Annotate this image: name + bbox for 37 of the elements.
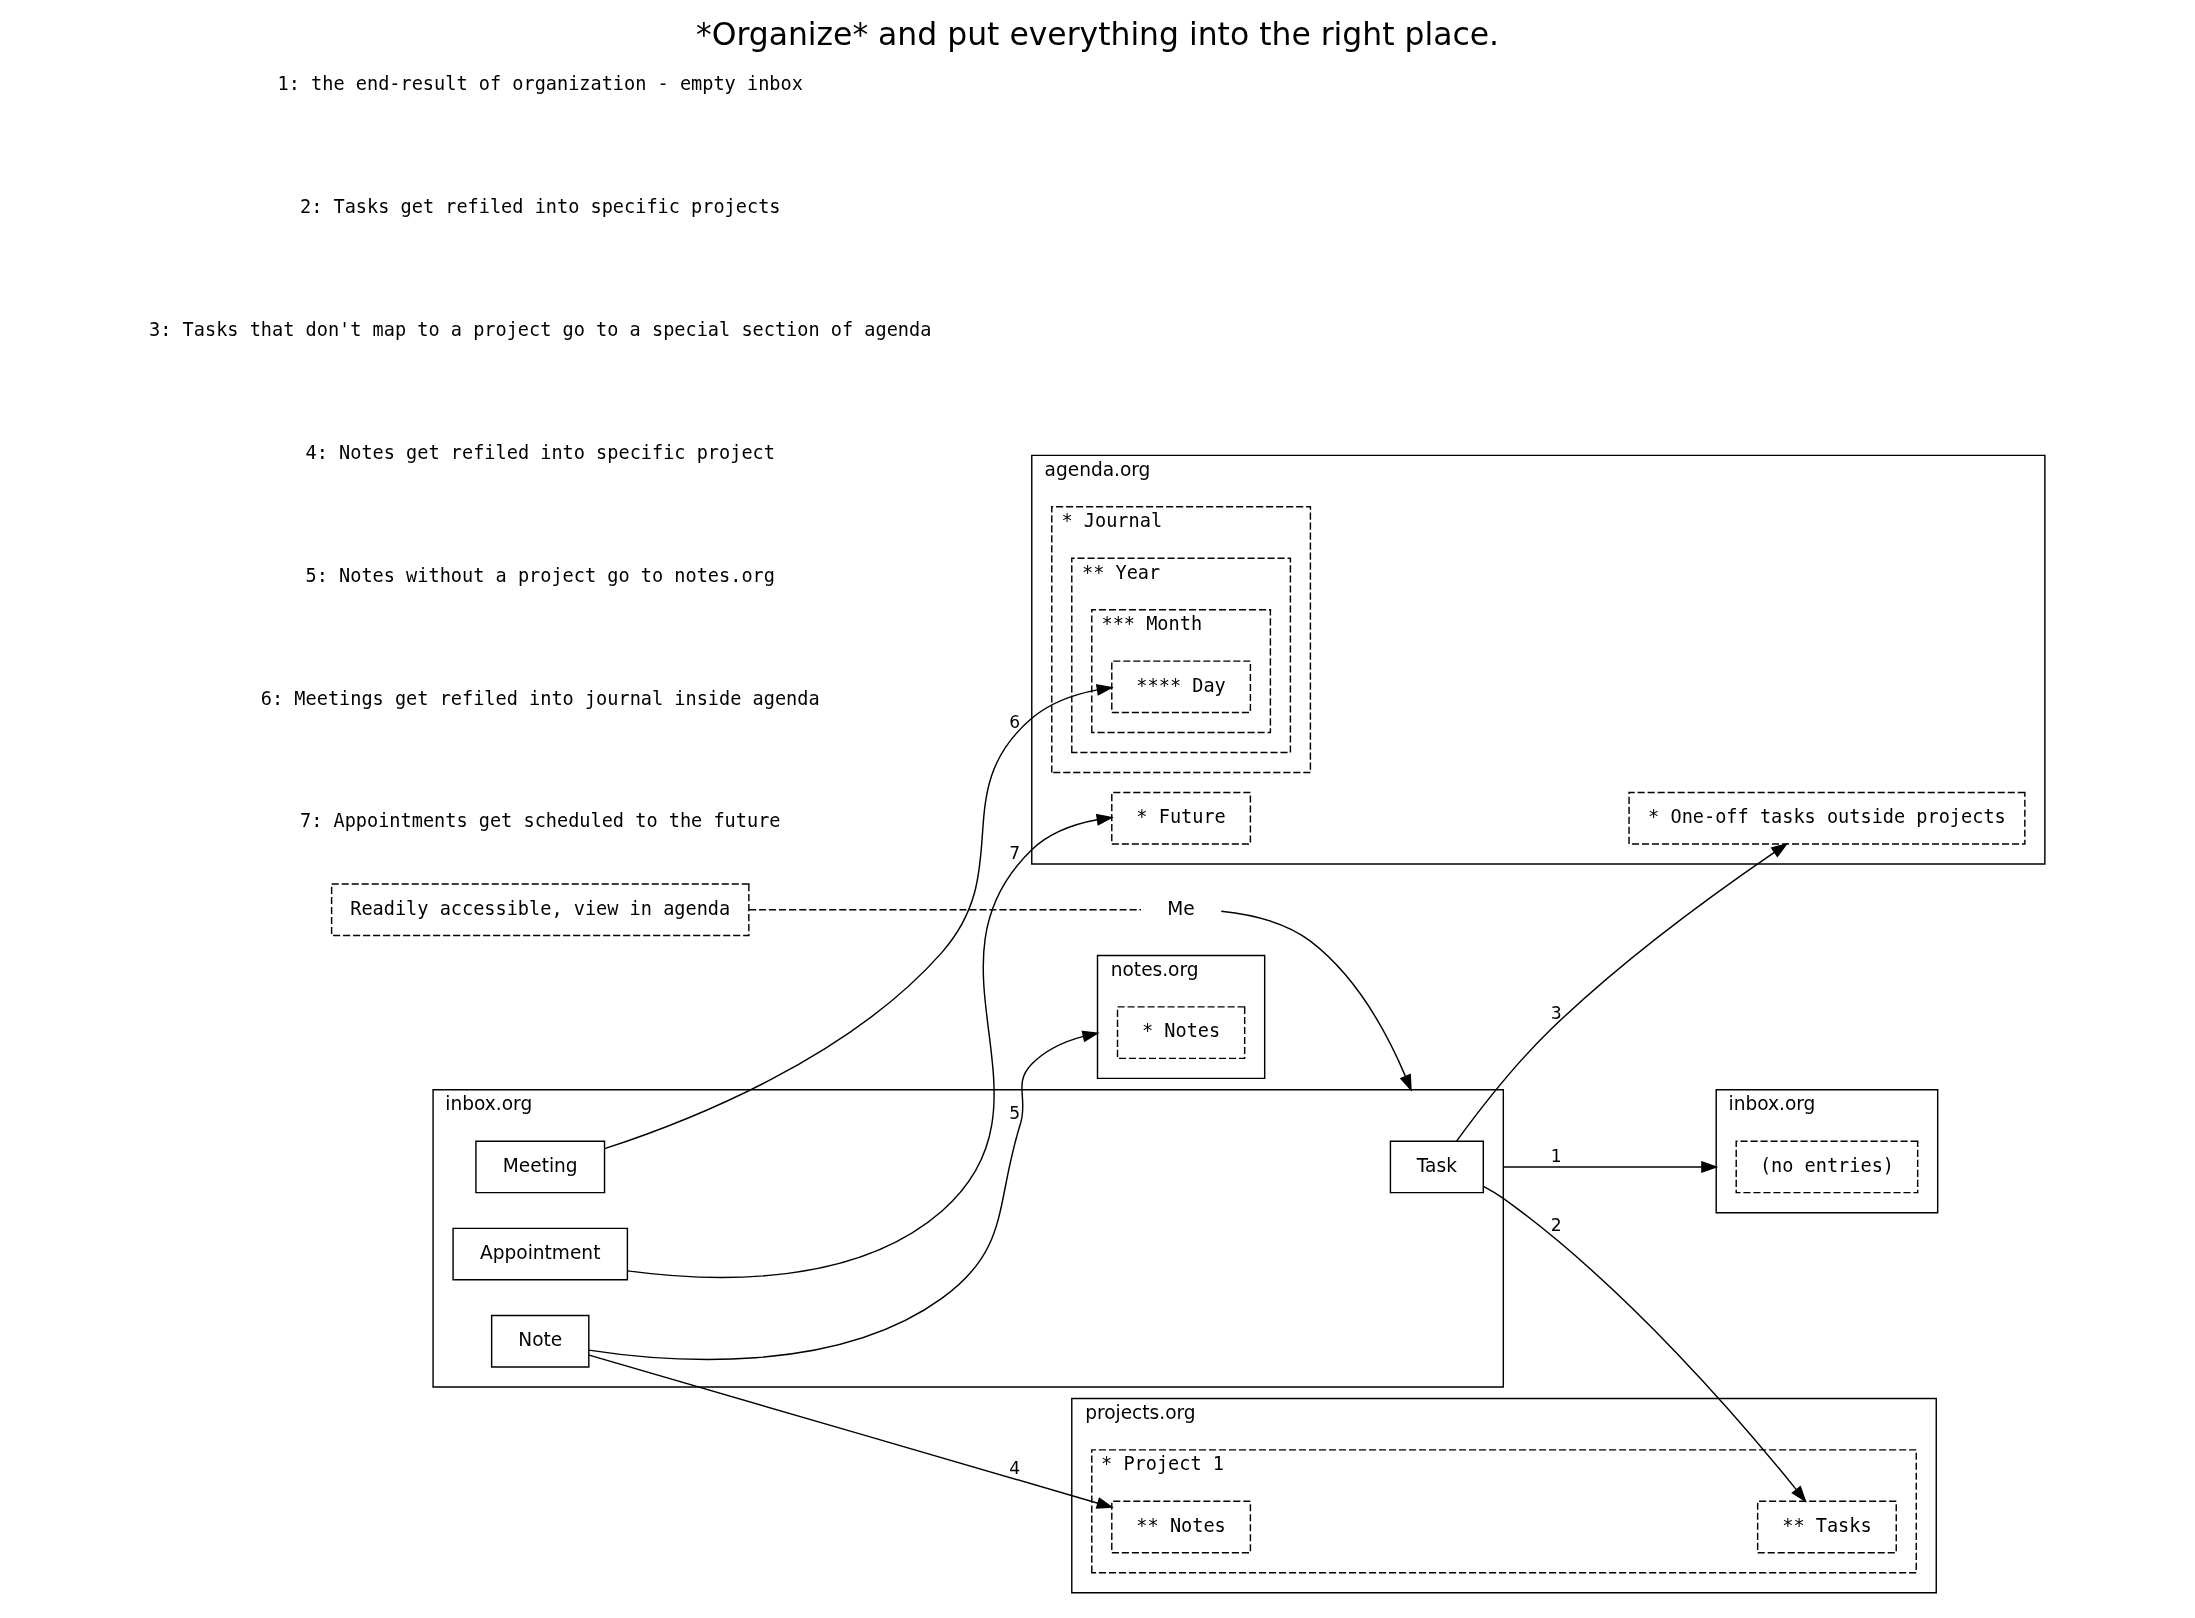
node-box: **** Day [1111, 660, 1252, 714]
edge-label: 4 [1009, 1457, 1021, 1478]
label: 4: Notes get refiled into specific project [305, 441, 775, 463]
node-box: Task [1389, 1140, 1484, 1194]
arrow [603, 683, 1114, 1150]
arrow [588, 1354, 1114, 1509]
node-box: Readily accessible, view in agenda [330, 883, 750, 937]
label: 1: the end-result of organization - empty inbox [277, 73, 803, 95]
node-box: Meeting [475, 1140, 606, 1194]
diagram-title: *Organize* and put everything into the right place. [695, 15, 1500, 52]
node-box: (no entries) [1735, 1140, 1919, 1194]
arrow [1482, 1185, 1807, 1503]
node-box: ** Tasks [1756, 1500, 1897, 1554]
label: 6: Meetings get refiled into journal inside agenda [260, 687, 820, 709]
edge-label: 3 [1550, 1003, 1562, 1024]
node-box: * Notes [1116, 1006, 1246, 1060]
edge-label: 6 [1009, 711, 1021, 732]
arrow [1220, 910, 1412, 1092]
edge-label: 7 [1009, 843, 1021, 864]
label: 3: Tasks that don't map to a project go to a special section of agenda [149, 318, 932, 340]
label: 5: Notes without a project go to notes.org [305, 564, 775, 586]
node-box: ** Notes [1111, 1500, 1252, 1554]
connector [748, 909, 1142, 911]
edge-label: 1 [1550, 1146, 1562, 1167]
arrow [627, 813, 1114, 1279]
node-box: * Future [1111, 791, 1252, 845]
arrow [1455, 842, 1789, 1142]
node-box: Appointment [452, 1227, 629, 1281]
arrow [588, 1030, 1100, 1361]
node-box: * One-off tasks outside projects [1628, 791, 2026, 845]
arrow [1502, 1160, 1719, 1173]
label: 7: Appointments get scheduled to the future [299, 810, 781, 832]
label: 2: Tasks get refiled into specific projects [299, 196, 781, 218]
node-box: Note [490, 1314, 590, 1368]
edge-label: 2 [1550, 1214, 1562, 1235]
node-text: Me [1167, 897, 1195, 919]
edge-label: 5 [1009, 1103, 1021, 1124]
